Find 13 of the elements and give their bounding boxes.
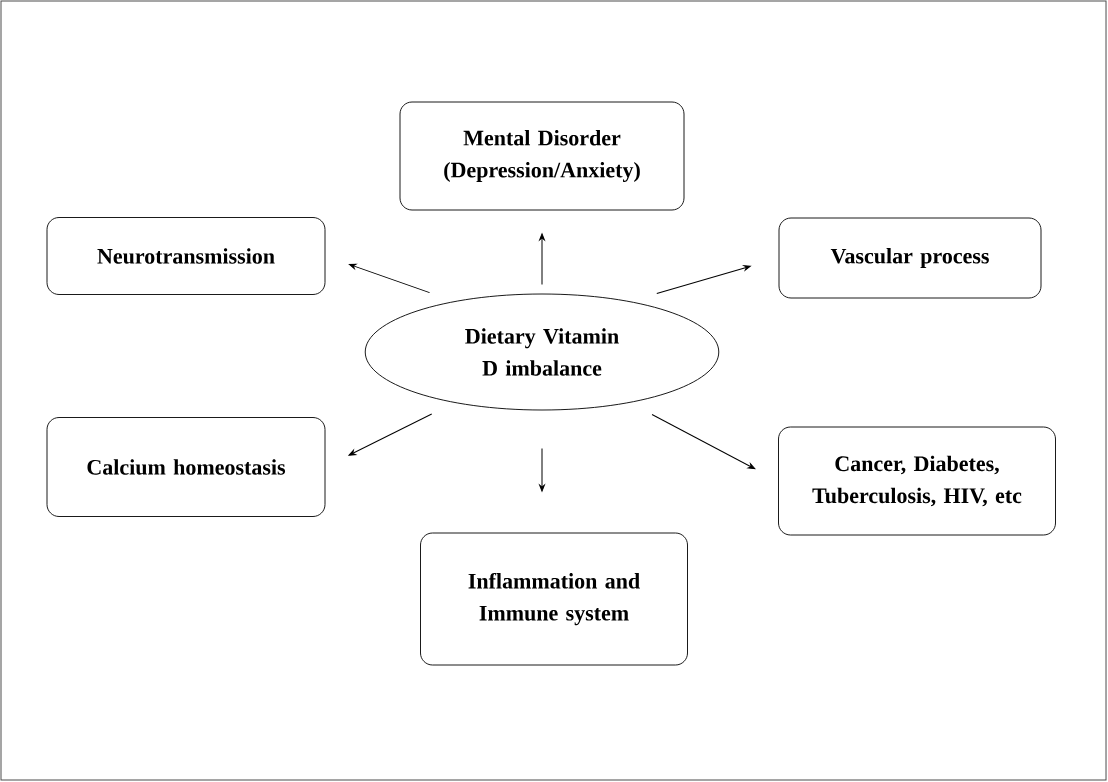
- rounded-box: Inflammation and Immune system: [420, 532, 688, 666]
- arrow: [539, 447, 545, 492]
- ellipse-node: Dietary Vitamin D imbalance: [364, 293, 720, 411]
- arrow: [539, 233, 545, 286]
- arrow: [656, 265, 751, 294]
- rounded-box: Vascular process: [778, 217, 1042, 299]
- arrow: [348, 263, 431, 294]
- rounded-box: Calcium homeostasis: [46, 417, 326, 517]
- arrow: [651, 413, 756, 470]
- rounded-box: Neurotransmission: [46, 217, 326, 295]
- rounded-box: Cancer, Diabetes, Tuberculosis, HIV, etc: [778, 426, 1056, 536]
- arrow: [348, 413, 433, 456]
- rounded-box: Mental Disorder (Depression/Anxiety): [399, 101, 685, 211]
